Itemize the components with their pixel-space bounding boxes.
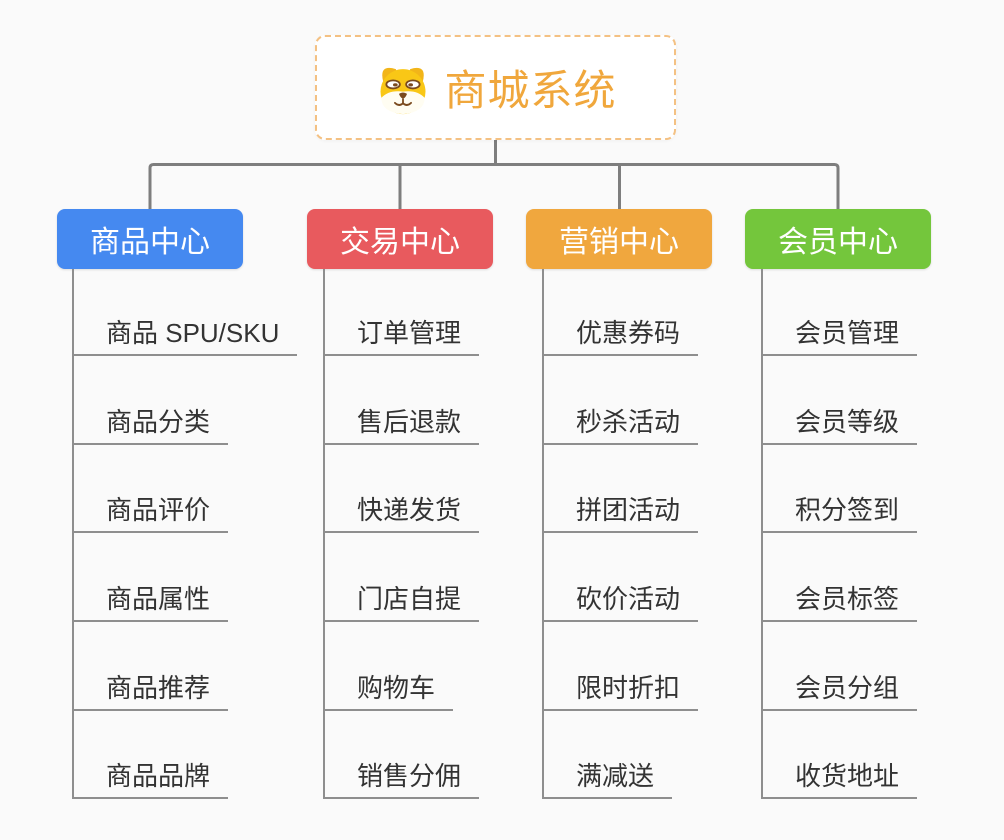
child-node[interactable]: 销售分佣 bbox=[323, 761, 480, 799]
child-node[interactable]: 会员标签 bbox=[761, 584, 918, 622]
child-node[interactable]: 门店自提 bbox=[323, 584, 480, 622]
child-node[interactable]: 积分签到 bbox=[761, 495, 918, 533]
dog-icon bbox=[380, 67, 426, 114]
child-node[interactable]: 商品推荐 bbox=[72, 673, 229, 711]
child-node[interactable]: 购物车 bbox=[323, 673, 454, 711]
branch-member-center[interactable]: 会员中心 bbox=[745, 209, 931, 269]
child-node[interactable]: 限时折扣 bbox=[542, 673, 699, 711]
child-node[interactable]: 商品品牌 bbox=[72, 761, 229, 799]
child-node[interactable]: 优惠券码 bbox=[542, 318, 699, 356]
root-node[interactable]: 商城系统 bbox=[315, 35, 676, 140]
child-node[interactable]: 商品评价 bbox=[72, 495, 229, 533]
branch-spine bbox=[323, 269, 325, 799]
child-node[interactable]: 商品分类 bbox=[72, 407, 229, 445]
branch-spine bbox=[542, 269, 544, 799]
child-node[interactable]: 订单管理 bbox=[323, 318, 480, 356]
child-node[interactable]: 拼团活动 bbox=[542, 495, 699, 533]
child-node[interactable]: 砍价活动 bbox=[542, 584, 699, 622]
child-node[interactable]: 商品属性 bbox=[72, 584, 229, 622]
child-node[interactable]: 满减送 bbox=[542, 761, 673, 799]
child-node[interactable]: 会员管理 bbox=[761, 318, 918, 356]
child-node[interactable]: 商品 SPU/SKU bbox=[72, 318, 298, 356]
root-title: 商城系统 bbox=[444, 67, 617, 114]
child-node[interactable]: 会员等级 bbox=[761, 407, 918, 445]
branch-marketing-center[interactable]: 营销中心 bbox=[526, 209, 712, 269]
child-node[interactable]: 秒杀活动 bbox=[542, 407, 699, 445]
branch-trade-center[interactable]: 交易中心 bbox=[307, 209, 493, 269]
branch-product-center[interactable]: 商品中心 bbox=[57, 209, 243, 269]
child-node[interactable]: 收货地址 bbox=[761, 761, 918, 799]
child-node[interactable]: 会员分组 bbox=[761, 673, 918, 711]
child-node[interactable]: 快递发货 bbox=[323, 495, 480, 533]
child-node[interactable]: 售后退款 bbox=[323, 407, 480, 445]
branch-spine bbox=[761, 269, 763, 799]
branch-spine bbox=[72, 269, 74, 799]
